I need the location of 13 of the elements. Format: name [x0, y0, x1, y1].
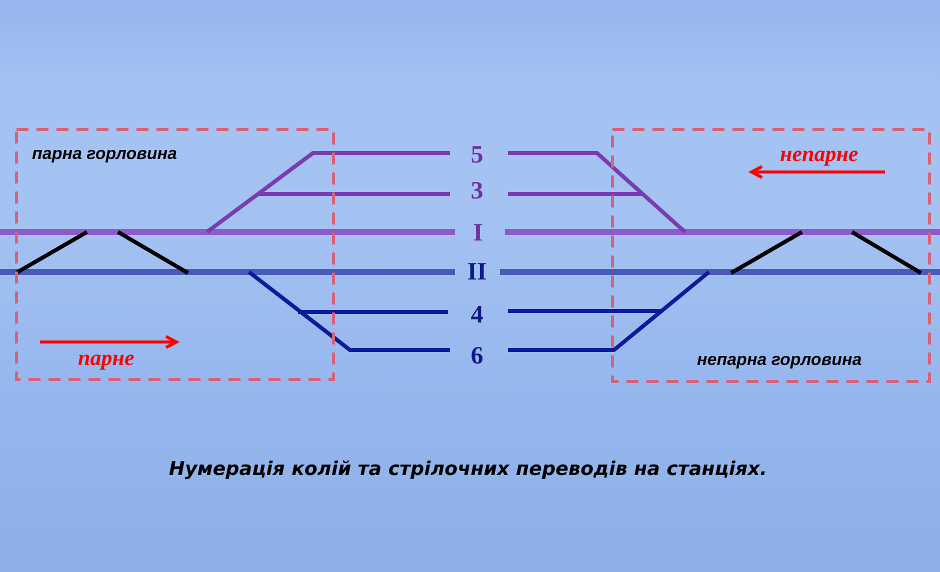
- direction-label: непарне: [780, 142, 858, 166]
- area-heading: непарна горловина: [697, 350, 862, 370]
- area-heading: парна горловина: [32, 144, 177, 164]
- track-number: 3: [470, 178, 484, 204]
- track-number: I: [473, 220, 483, 246]
- track-number: II: [467, 260, 487, 284]
- track-number: 5: [470, 142, 484, 168]
- dashed-region-box: [15, 128, 335, 381]
- track-number: 6: [470, 344, 484, 368]
- direction-label: парне: [78, 346, 134, 370]
- dashed-region-box: [611, 128, 931, 383]
- caption: Нумерація колій та стрілочних переводів на станціях.: [168, 459, 768, 481]
- track-number: 4: [470, 302, 484, 328]
